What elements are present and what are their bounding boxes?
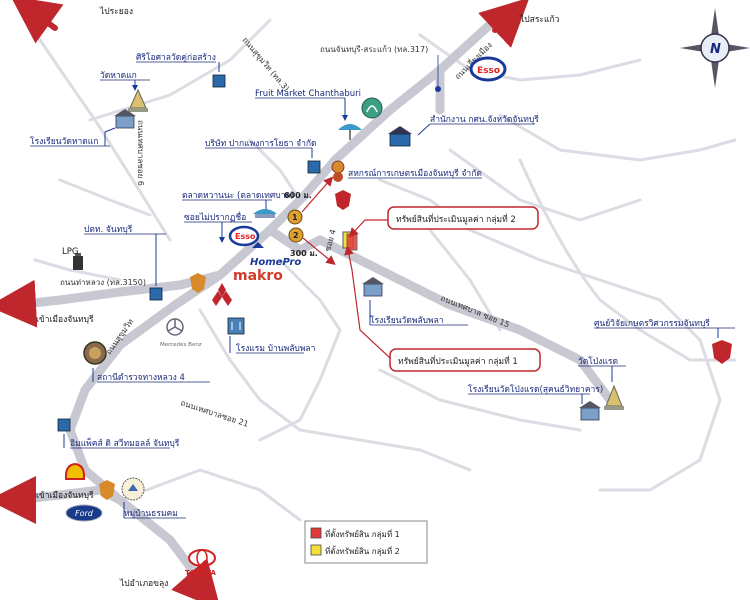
route-317-dot <box>435 86 441 92</box>
dist-600: 600 ม. <box>284 191 312 200</box>
research-garuda-icon <box>712 340 732 364</box>
homepro-label: HomePro <box>250 257 301 268</box>
garuda-icon-south <box>99 480 115 500</box>
school-hat-kae-icon <box>114 109 136 129</box>
property-parcel-icon <box>342 231 358 251</box>
toyota-label: TOYOTA <box>185 569 216 577</box>
school-plub-label: โรงเรียนวัดพลับพลา <box>370 315 444 326</box>
shell-icon <box>64 462 86 480</box>
ford-icon: Ford <box>65 504 103 522</box>
group1-callout <box>389 348 541 372</box>
road-soi15: ถนนเทศบาล ซอย 15 <box>439 294 511 330</box>
lpg-label: LPG <box>62 247 78 257</box>
asset-marker-2-num: 2 <box>293 231 299 240</box>
land-office-label: สำนักงาน กศน.จังหวัดจันทบุรี <box>430 114 539 125</box>
ptt-icon <box>149 287 163 301</box>
assets-layer: 1 2 600 ม. 300 ม. ซอย 4 ทรัพย์สินที่ประเ… <box>284 176 541 372</box>
legend-box <box>304 520 428 564</box>
market-icon <box>253 209 277 218</box>
esso-north-icon: Esso <box>469 56 507 82</box>
garuda-icon-center <box>335 190 351 210</box>
dir-s-label: ไปอำเภอขลุง <box>119 578 168 589</box>
land-office-icon <box>388 126 412 147</box>
police-icon <box>83 341 107 365</box>
road-soi21: ถนนเทศบาลซอย 21 <box>179 398 249 428</box>
asset-marker-2: 2 <box>288 227 304 243</box>
road-sukhumvit-north: ถนนสุขุมวิท (ทล.3) <box>240 36 290 94</box>
mitsubishi-icon <box>212 283 232 306</box>
school-pong-label: โรงเรียนวัดโป่งแรด(สุคนธ์วิทยาคาร) <box>468 384 603 395</box>
direction-arrows: ไประยอง ไปสระแก้ว เข้าเมืองจันทบุรี เข้า… <box>0 0 560 600</box>
soi-pak-label: ซอยไม่ปรากฏชื่อ <box>184 211 246 223</box>
fruit-market-icon <box>338 124 362 140</box>
esso-north-label: Esso <box>477 66 500 76</box>
school-hat-kae-label: โรงเรียนวัดหาดแก <box>30 136 98 147</box>
wat-pong-label: วัดโป่งแรด <box>578 356 618 367</box>
market-label: ตลาดหวานนะ (ตลาดเทศบาล) <box>182 191 294 201</box>
homepro-icon <box>252 242 264 248</box>
dist-300: 300 ม. <box>290 249 318 258</box>
group2-label: ทรัพย์สินที่ประเมินมูลค่า กลุ่มที่ 2 <box>396 213 516 225</box>
dir-sw-label: เข้าเมืองจันทบุรี <box>36 490 94 501</box>
group2-callout <box>387 206 539 230</box>
village-icon <box>121 477 145 501</box>
road-317: ถนนจันทบุรี-สระแก้ว (ทล.317) <box>320 45 428 54</box>
imax-icon <box>57 418 71 432</box>
police-label: สถานีตำรวจทางหลวง 4 <box>97 372 185 383</box>
ptt-label: ปตท. จันทบุรี <box>84 224 133 235</box>
asset-marker-1-num: 1 <box>292 213 298 222</box>
arrow-nw <box>10 0 64 44</box>
lpg-icon <box>73 253 83 270</box>
dir-w-label: เข้าเมืองจันทบุรี <box>36 314 94 325</box>
hotel-icon <box>227 317 245 335</box>
garuda-icon-west <box>190 273 206 293</box>
ford-label: Ford <box>75 509 94 518</box>
wat-pong-icon <box>604 384 624 410</box>
school-pong-icon <box>579 401 601 421</box>
arrow-w <box>0 279 38 328</box>
wat-hat-kae-icon <box>128 88 148 112</box>
dir-ne-label: ไปสระแก้ว <box>519 14 560 25</box>
poi-layer: วัดหาดแก โรงเรียนวัดหาดแก ศิริโอศาลวัดคู… <box>30 52 735 577</box>
road-soi6: ถนนเทศบาลซอย 6 <box>136 120 145 186</box>
legend-swatch-yellow <box>310 544 322 556</box>
legend-swatch-red <box>310 527 322 539</box>
esso-center-icon: Esso <box>228 225 260 247</box>
dir-nw-label: ไประยอง <box>99 6 133 17</box>
esso-center-label: Esso <box>235 232 256 241</box>
hotel-label: โรงแรม บ้านพลับพลา <box>236 343 315 354</box>
asset-marker-1: 1 <box>287 209 303 225</box>
fruit-market-label: Fruit Market Chanthaburi <box>255 89 361 99</box>
imax-label: อิมแพ็คส์ ดิ สวีทมอลล์ จันทบุรี <box>70 437 180 449</box>
makro-label: makro <box>233 268 283 284</box>
legend-item2-label: ที่ตั้งทรัพย์สิน กลุ่มที่ 2 <box>325 545 400 556</box>
toyota-icon <box>188 549 216 567</box>
arrow-s <box>171 558 221 600</box>
siri-sala-label: ศิริโอศาลวัดคู่ก่อสร้าง <box>136 52 216 63</box>
group1-label: ทรัพย์สินที่ประเมินมูลค่า กลุ่มที่ 1 <box>398 355 518 367</box>
siri-sala-icon <box>212 74 226 88</box>
road-tha-luang: ถนนท่าหลวง (ทล.3150) <box>60 278 146 287</box>
compass-rose: N <box>680 8 750 88</box>
school-plub-icon <box>362 277 384 297</box>
agri-coop-label: สหกรณ์การเกษตรเมืองจันทบุรี จำกัด <box>348 168 482 179</box>
legend-item1-label: ที่ตั้งทรัพย์สิน กลุ่มที่ 1 <box>325 528 400 539</box>
mercedes-label: Mercedes Benz <box>160 342 202 348</box>
agri-coop-icon <box>331 160 345 182</box>
agri-logo-icon <box>361 97 383 119</box>
chaiyapruek-label: บริษัท ปากแพงการโยธา จำกัด <box>205 138 317 149</box>
chaiyapruek-icon <box>307 160 321 174</box>
research-label: ศูนย์วิจัยเกษตรวิศวกรรมจันทบุรี <box>594 318 710 329</box>
legend: ที่ตั้งทรัพย์สิน กลุ่มที่ 1 ที่ตั้งทรัพย… <box>304 520 428 564</box>
village-label: หมู่บ้านธรมคม <box>124 508 178 519</box>
compass-n-label: N <box>710 42 721 57</box>
arrow-ne <box>478 0 530 48</box>
wat-hat-kae-label: วัดหาดแก <box>100 71 137 81</box>
mercedes-icon <box>166 318 184 336</box>
